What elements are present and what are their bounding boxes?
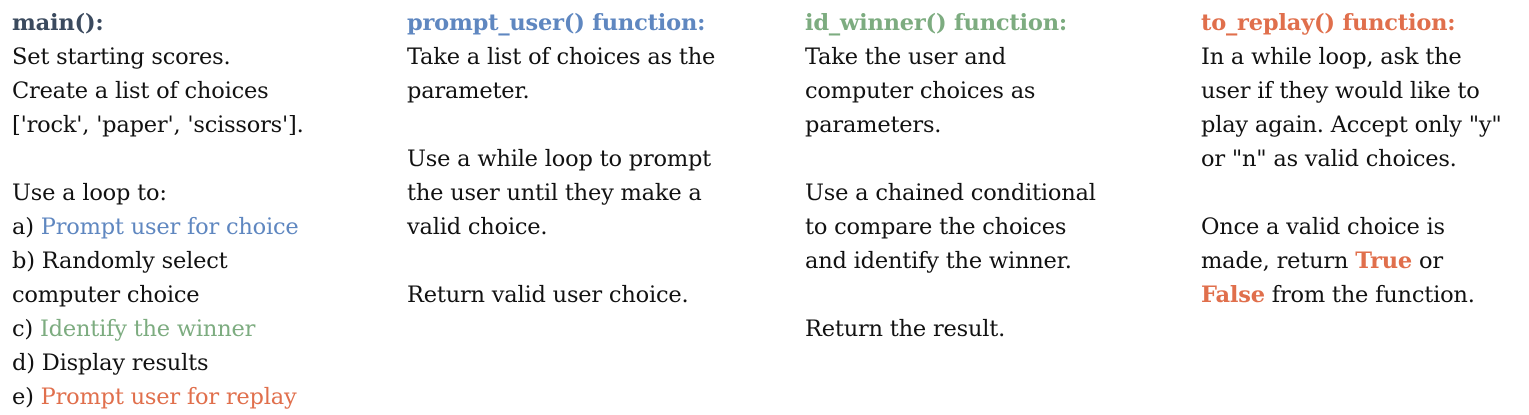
to-replay-text: or xyxy=(1412,248,1443,274)
to-replay-text: from the function. xyxy=(1264,282,1475,308)
step-text: Prompt user for choice xyxy=(40,214,299,240)
spacer xyxy=(805,278,1185,312)
to-replay-line: made, return True or xyxy=(1201,244,1526,278)
step-b: b) Randomly select xyxy=(12,244,382,278)
id-winner-line: Use a chained conditional xyxy=(805,180,1096,206)
step-prefix: a) xyxy=(12,214,41,240)
step-text: Identify the winner xyxy=(39,316,256,342)
step-text: Prompt user for replay xyxy=(40,384,297,410)
step-c: c) Identify the winner xyxy=(12,312,382,346)
prompt-user-line: Take a list of choices as the xyxy=(407,44,716,70)
step-prefix: d) xyxy=(12,350,42,376)
spacer xyxy=(805,142,1185,176)
to-replay-text: made, return xyxy=(1201,248,1356,274)
step-b-cont: computer choice xyxy=(12,278,382,312)
id-winner-line: to compare the choices xyxy=(805,214,1067,240)
prompt-user-line: Use a while loop to prompt xyxy=(407,146,712,172)
prompt-user-line: the user until they make a xyxy=(407,180,702,206)
id-winner-line: computer choices as xyxy=(805,78,1036,104)
loop-intro: Use a loop to: xyxy=(12,180,167,206)
step-d: d) Display results xyxy=(12,346,382,380)
prompt-user-line: Return valid user choice. xyxy=(407,282,689,308)
spacer xyxy=(1201,176,1526,210)
id-winner-line: parameters. xyxy=(805,112,942,138)
to-replay-line: user if they would like to xyxy=(1201,78,1480,104)
prompt-user-line: parameter. xyxy=(407,78,530,104)
spacer xyxy=(407,244,787,278)
step-text: Randomly select xyxy=(41,248,228,274)
spacer xyxy=(407,108,787,142)
main-heading: main(): xyxy=(12,10,104,36)
to-replay-line: play again. Accept only "y" xyxy=(1201,112,1502,138)
main-column: main(): Set starting scores. Create a li… xyxy=(12,6,382,414)
to-replay-line: or "n" as valid choices. xyxy=(1201,146,1457,172)
step-prefix: c) xyxy=(12,316,40,342)
to-replay-line: Once a valid choice is xyxy=(1201,214,1445,240)
id-winner-heading: id_winner() function: xyxy=(805,10,1067,36)
id-winner-line: Take the user and xyxy=(805,44,1006,70)
step-a: a) Prompt user for choice xyxy=(12,210,382,244)
to-replay-heading: to_replay() function: xyxy=(1201,10,1456,36)
id-winner-line: Return the result. xyxy=(805,316,1006,342)
to-replay-line: False from the function. xyxy=(1201,278,1526,312)
prompt-user-heading: prompt_user() function: xyxy=(407,10,706,36)
step-text: Display results xyxy=(41,350,209,376)
spacer xyxy=(12,142,382,176)
id-winner-line: and identify the winner. xyxy=(805,248,1072,274)
true-keyword: True xyxy=(1355,248,1413,274)
to-replay-column: to_replay() function: In a while loop, a… xyxy=(1201,6,1526,312)
main-line: Create a list of choices xyxy=(12,78,269,104)
prompt-user-line: valid choice. xyxy=(407,214,548,240)
step-prefix: e) xyxy=(12,384,41,410)
main-line: Set starting scores. xyxy=(12,44,231,70)
prompt-user-column: prompt_user() function: Take a list of c… xyxy=(407,6,787,312)
to-replay-line: In a while loop, ask the xyxy=(1201,44,1462,70)
step-text: computer choice xyxy=(12,282,200,308)
step-prefix: b) xyxy=(12,248,42,274)
step-e: e) Prompt user for replay xyxy=(12,380,382,414)
id-winner-column: id_winner() function: Take the user and … xyxy=(805,6,1185,346)
main-line: ['rock', 'paper', 'scissors']. xyxy=(12,112,304,138)
false-keyword: False xyxy=(1201,282,1265,308)
